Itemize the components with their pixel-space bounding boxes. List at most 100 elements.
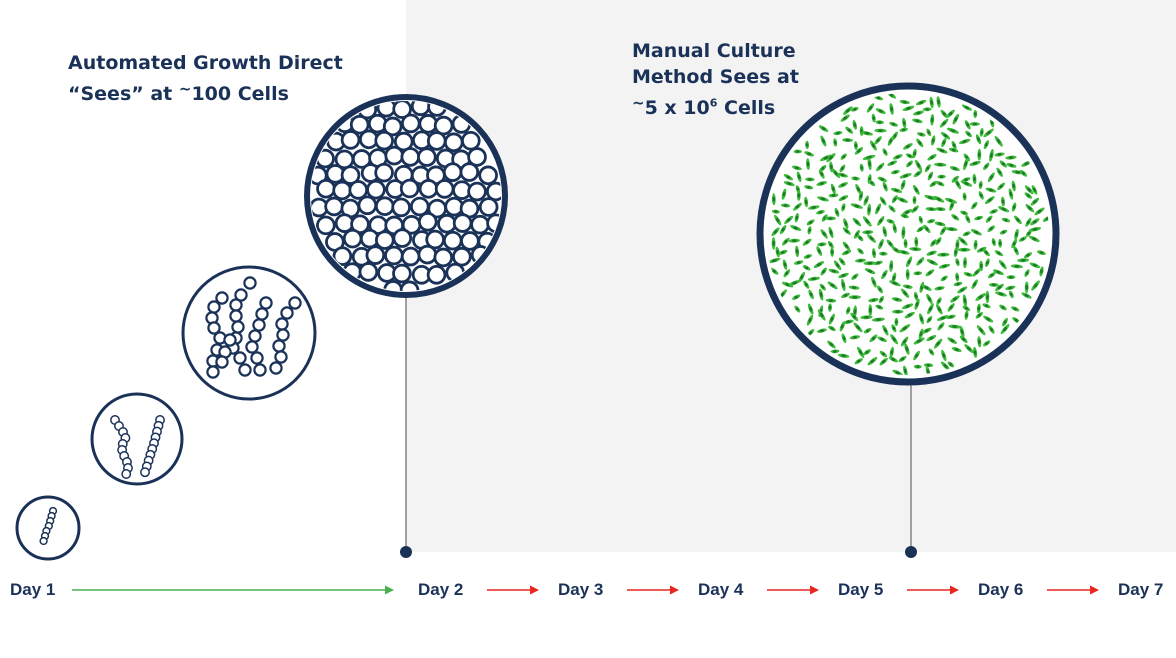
rod-core xyxy=(833,171,838,176)
bacterium-cell xyxy=(392,228,413,248)
rod-bacterium xyxy=(794,212,799,223)
rod-bacterium xyxy=(1030,197,1040,206)
rod-bacterium xyxy=(975,134,982,145)
bacterium-cell xyxy=(39,536,48,546)
rod-core xyxy=(1037,209,1042,214)
rod-bacterium xyxy=(995,291,1007,297)
rod-bacterium xyxy=(848,285,860,290)
bacterium-cell xyxy=(433,247,454,268)
rod-core xyxy=(878,165,883,169)
rod-bacterium xyxy=(900,288,910,298)
rod-core xyxy=(961,337,966,341)
rod-core xyxy=(960,239,965,244)
rod-bacterium xyxy=(903,143,913,150)
rod-bacterium xyxy=(899,324,911,333)
rod-core xyxy=(808,317,812,323)
rod-bacterium xyxy=(954,178,962,190)
rod-core xyxy=(903,291,907,296)
rod-bacterium xyxy=(998,260,1007,270)
rod-core xyxy=(966,122,970,127)
bacteria-field xyxy=(768,93,1049,375)
rod-bacterium xyxy=(854,358,863,365)
bacterium-cell xyxy=(288,296,302,310)
rod-bacterium xyxy=(1024,185,1034,195)
rod-core xyxy=(890,106,893,112)
rod-core xyxy=(858,236,862,240)
rod-bacterium xyxy=(926,259,938,266)
rod-bacterium xyxy=(863,195,869,206)
rod-core xyxy=(889,139,893,143)
rod-core xyxy=(858,259,863,262)
rod-bacterium xyxy=(898,249,910,255)
bacterium-cell xyxy=(382,116,403,137)
bacterium-cell xyxy=(443,132,464,153)
rod-bacterium xyxy=(913,350,920,361)
rod-core xyxy=(864,131,870,135)
rod-bacterium xyxy=(933,338,943,349)
rod-core xyxy=(797,174,801,179)
rod-core xyxy=(804,199,808,205)
rod-bacterium xyxy=(951,141,957,150)
rod-core xyxy=(883,328,887,333)
rod-bacterium xyxy=(843,319,854,324)
rod-bacterium xyxy=(863,349,871,356)
rod-core xyxy=(925,227,929,231)
rod-bacterium xyxy=(989,148,994,162)
rod-core xyxy=(828,299,834,302)
rod-bacterium xyxy=(952,113,960,125)
day-label-1: Day 1 xyxy=(10,580,56,599)
rod-core xyxy=(786,182,792,186)
bacterium-cell xyxy=(374,162,394,183)
rod-core xyxy=(954,116,958,122)
bacterium-cell xyxy=(215,291,229,305)
rod-bacterium xyxy=(887,136,894,146)
rod-bacterium xyxy=(901,226,906,239)
rod-bacterium xyxy=(817,242,827,247)
rod-core xyxy=(865,350,869,354)
rod-bacterium xyxy=(970,229,982,236)
rod-core xyxy=(821,166,825,170)
bacterium-cell xyxy=(437,213,457,234)
rod-bacterium xyxy=(946,127,960,134)
rod-core xyxy=(844,221,848,226)
rod-core xyxy=(878,120,882,124)
rod-core xyxy=(1026,194,1030,198)
rod-core xyxy=(990,120,994,125)
rod-bacterium xyxy=(913,364,922,369)
rod-bacterium xyxy=(867,357,878,366)
rod-bacterium xyxy=(854,147,864,155)
bacterium-cell xyxy=(400,113,421,134)
rod-bacterium xyxy=(995,283,1004,292)
colony-outline xyxy=(90,392,184,486)
rod-core xyxy=(856,187,860,192)
rod-core xyxy=(785,283,790,287)
rod-core xyxy=(1032,227,1038,231)
rod-bacterium xyxy=(841,278,846,292)
rod-core xyxy=(830,326,834,330)
rod-bacterium xyxy=(940,275,948,282)
rod-core xyxy=(927,296,931,302)
bacterium-cell xyxy=(467,147,487,167)
rod-bacterium xyxy=(891,169,900,175)
rod-core xyxy=(792,281,797,285)
rod-bacterium xyxy=(940,132,951,140)
rod-core xyxy=(916,271,920,275)
rod-core xyxy=(1009,275,1013,279)
rod-core xyxy=(984,142,988,147)
rod-bacterium xyxy=(807,276,820,281)
rod-bacterium xyxy=(934,221,946,227)
rod-core xyxy=(888,241,892,246)
rod-bacterium xyxy=(1017,258,1030,263)
day-label-4: Day 4 xyxy=(698,580,744,599)
rod-core xyxy=(951,148,956,152)
rod-bacterium xyxy=(805,177,815,182)
rod-bacterium xyxy=(857,234,864,242)
rod-core xyxy=(942,140,946,145)
rod-core xyxy=(1015,232,1018,237)
rod-bacterium xyxy=(882,148,888,156)
rod-bacterium xyxy=(1013,245,1019,256)
rod-core xyxy=(808,178,812,181)
rod-bacterium xyxy=(976,246,987,253)
rod-bacterium xyxy=(902,209,913,216)
rod-core xyxy=(870,181,874,185)
